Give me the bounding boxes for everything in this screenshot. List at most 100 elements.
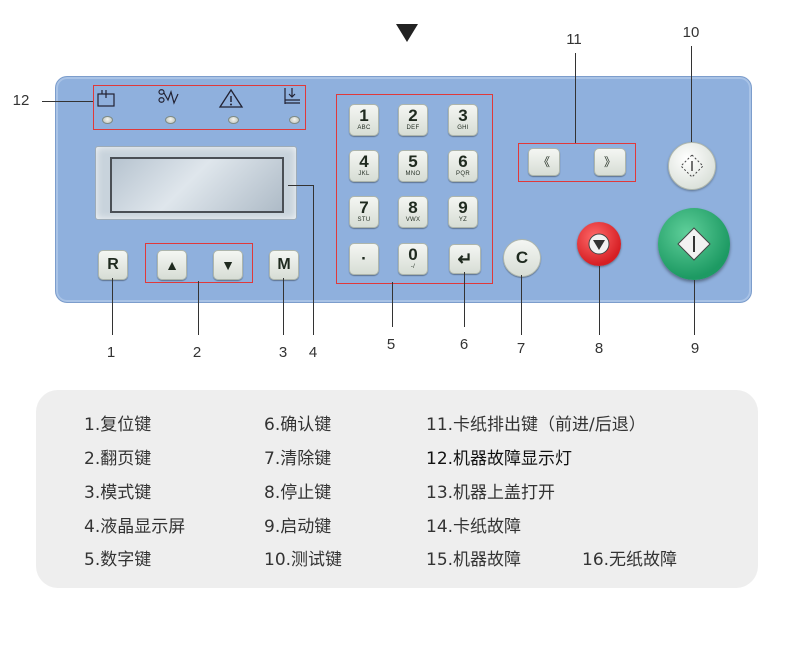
key-digit: 3 bbox=[458, 106, 468, 125]
callout-line bbox=[42, 101, 93, 102]
key-letters: PQR bbox=[456, 171, 470, 177]
key-dot[interactable]: · bbox=[349, 243, 379, 275]
test-icon bbox=[680, 154, 704, 178]
legend-item-3: 3.模式键 bbox=[84, 483, 152, 503]
legend-item-16: 16.无纸故障 bbox=[582, 550, 678, 570]
cover-open-led bbox=[165, 116, 176, 124]
status-lights-box bbox=[93, 85, 306, 130]
key-digit: 2 bbox=[408, 106, 418, 125]
callout-line bbox=[288, 185, 314, 186]
callout-1: 1 bbox=[106, 344, 116, 361]
key-digit: 6 bbox=[458, 152, 468, 171]
legend-item-5: 5.数字键 bbox=[84, 550, 152, 570]
callout-line bbox=[521, 275, 522, 335]
key-letters: ABC bbox=[357, 125, 371, 131]
callout-line bbox=[599, 266, 600, 335]
warning-led bbox=[228, 116, 239, 124]
page-keys-box bbox=[145, 243, 253, 283]
callout-4: 4 bbox=[308, 344, 318, 361]
key-digit: 7 bbox=[359, 198, 369, 217]
start-button[interactable] bbox=[658, 208, 730, 280]
callout-2: 2 bbox=[192, 344, 202, 361]
callout-line bbox=[283, 278, 284, 335]
callout-3: 3 bbox=[278, 344, 288, 361]
legend-item-9: 9.启动键 bbox=[264, 517, 332, 537]
callout-line bbox=[392, 282, 393, 327]
test-button[interactable] bbox=[668, 142, 716, 190]
legend-item-11: 11.卡纸排出键（前进/后退） bbox=[426, 415, 646, 435]
callout-9: 9 bbox=[690, 340, 700, 357]
legend-item-6: 6.确认键 bbox=[264, 415, 332, 435]
callout-8: 8 bbox=[594, 340, 604, 357]
key-digit: 8 bbox=[408, 198, 418, 217]
key-letters: JKL bbox=[358, 171, 370, 177]
legend-item-2: 2.翻页键 bbox=[84, 449, 152, 469]
key-digit: · bbox=[361, 249, 367, 268]
callout-6: 6 bbox=[459, 336, 469, 353]
feed-keys-box bbox=[518, 143, 636, 182]
no-paper-icon bbox=[284, 88, 300, 104]
callout-7: 7 bbox=[516, 340, 526, 357]
legend-item-1: 1.复位键 bbox=[84, 415, 152, 435]
callout-line bbox=[691, 46, 692, 142]
callout-12: 12 bbox=[12, 92, 30, 109]
key-letters: VWX bbox=[405, 217, 421, 223]
legend-item-13: 13.机器上盖打开 bbox=[426, 483, 556, 503]
page-down-button[interactable]: ▼ bbox=[213, 250, 243, 280]
no-paper-led bbox=[289, 116, 300, 124]
numpad-box bbox=[336, 94, 493, 284]
key-digit: 0 bbox=[408, 245, 418, 264]
legend-item-10: 10.测试键 bbox=[264, 550, 343, 570]
callout-5: 5 bbox=[386, 336, 396, 353]
callout-line bbox=[464, 272, 465, 327]
key-letters: MNO bbox=[405, 171, 421, 177]
mode-button[interactable]: M bbox=[269, 250, 299, 280]
callout-line bbox=[198, 281, 199, 335]
key-digit: 4 bbox=[359, 152, 369, 171]
reset-button[interactable]: R bbox=[98, 250, 128, 280]
clear-button[interactable]: C bbox=[503, 239, 541, 277]
legend-item-7: 7.清除键 bbox=[264, 449, 332, 469]
key-digit: 1 bbox=[359, 106, 369, 125]
callout-line bbox=[575, 53, 576, 143]
legend-item-15: 15.机器故障 bbox=[426, 550, 522, 570]
key-0[interactable]: 0-/ bbox=[398, 243, 428, 275]
callout-line bbox=[313, 185, 314, 335]
legend-item-12: 12.机器故障显示灯 bbox=[426, 449, 573, 469]
enter-button[interactable]: ↵ bbox=[449, 244, 481, 274]
callout-11: 11 bbox=[566, 31, 582, 48]
key-letters: DEF bbox=[406, 125, 420, 131]
legend-item-14: 14.卡纸故障 bbox=[426, 517, 522, 537]
key-letters: YZ bbox=[458, 217, 468, 223]
callout-line bbox=[694, 280, 695, 335]
feed-back-button[interactable]: 《 bbox=[528, 148, 560, 176]
legend-panel: 1.复位键 2.翻页键 3.模式键 4.液晶显示屏 5.数字键 6.确认键 7.… bbox=[36, 390, 758, 588]
page-up-button[interactable]: ▲ bbox=[157, 250, 187, 280]
warning-icon bbox=[218, 88, 244, 108]
start-icon bbox=[677, 227, 711, 261]
feed-forward-button[interactable]: 》 bbox=[594, 148, 626, 176]
down-triangle-icon bbox=[396, 24, 418, 42]
key-digit: 5 bbox=[408, 152, 418, 171]
stop-button[interactable] bbox=[577, 222, 621, 266]
key-letters: -/ bbox=[410, 264, 416, 270]
callout-line bbox=[112, 278, 113, 335]
cover-open-icon bbox=[158, 89, 179, 105]
lcd-screen bbox=[95, 146, 297, 220]
jam-icon bbox=[97, 90, 115, 107]
key-letters: STU bbox=[357, 217, 371, 223]
legend-item-8: 8.停止键 bbox=[264, 483, 332, 503]
key-letters: GHI bbox=[457, 125, 469, 131]
jam-led bbox=[102, 116, 113, 124]
stop-icon bbox=[588, 233, 610, 255]
legend-item-4: 4.液晶显示屏 bbox=[84, 517, 186, 537]
